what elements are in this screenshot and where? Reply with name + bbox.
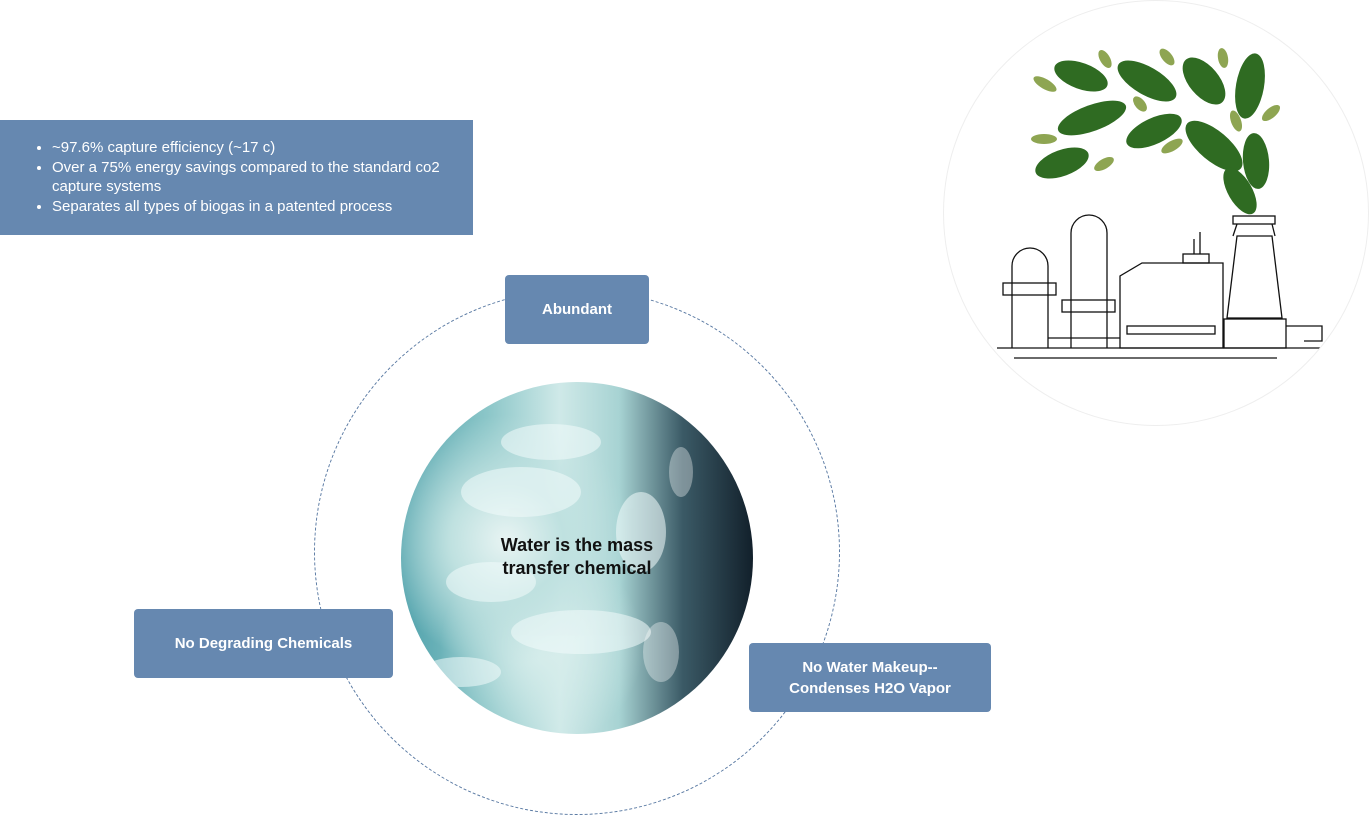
leaves (1035, 53, 1270, 215)
feature-item: Separates all types of biogas in a paten… (52, 197, 453, 217)
node-label-line2: Condenses H2O Vapor (789, 679, 951, 697)
features-info-box: ~97.6% capture efficiency (~17 c) Over a… (0, 120, 473, 235)
water-foam-texture (421, 424, 693, 687)
center-label-line1: Water is the mass (500, 535, 654, 555)
feature-item: Over a 75% energy savings compared to th… (52, 158, 453, 197)
node-label-line1: No Water Makeup-- (802, 658, 938, 676)
node-abundant: Abundant (505, 275, 649, 344)
feature-item: ~97.6% capture efficiency (~17 c) (52, 138, 453, 158)
center-label: Water is the mass transfer chemical (401, 534, 753, 580)
features-list: ~97.6% capture efficiency (~17 c) Over a… (34, 138, 453, 216)
node-label: No Degrading Chemicals (174, 635, 353, 652)
node-label: Abundant (542, 301, 612, 318)
small-leaves (1031, 48, 1281, 171)
factory-line-drawing (997, 214, 1324, 359)
center-label-line2: transfer chemical (502, 558, 652, 578)
factory-leaves-illustration (943, 0, 1369, 426)
factory-leaves-image (997, 48, 1324, 359)
water-image-circle: Water is the mass transfer chemical (401, 382, 753, 734)
node-no-degrading-chemicals: No Degrading Chemicals (134, 609, 393, 678)
node-no-water-makeup: No Water Makeup-- Condenses H2O Vapor (749, 643, 991, 712)
